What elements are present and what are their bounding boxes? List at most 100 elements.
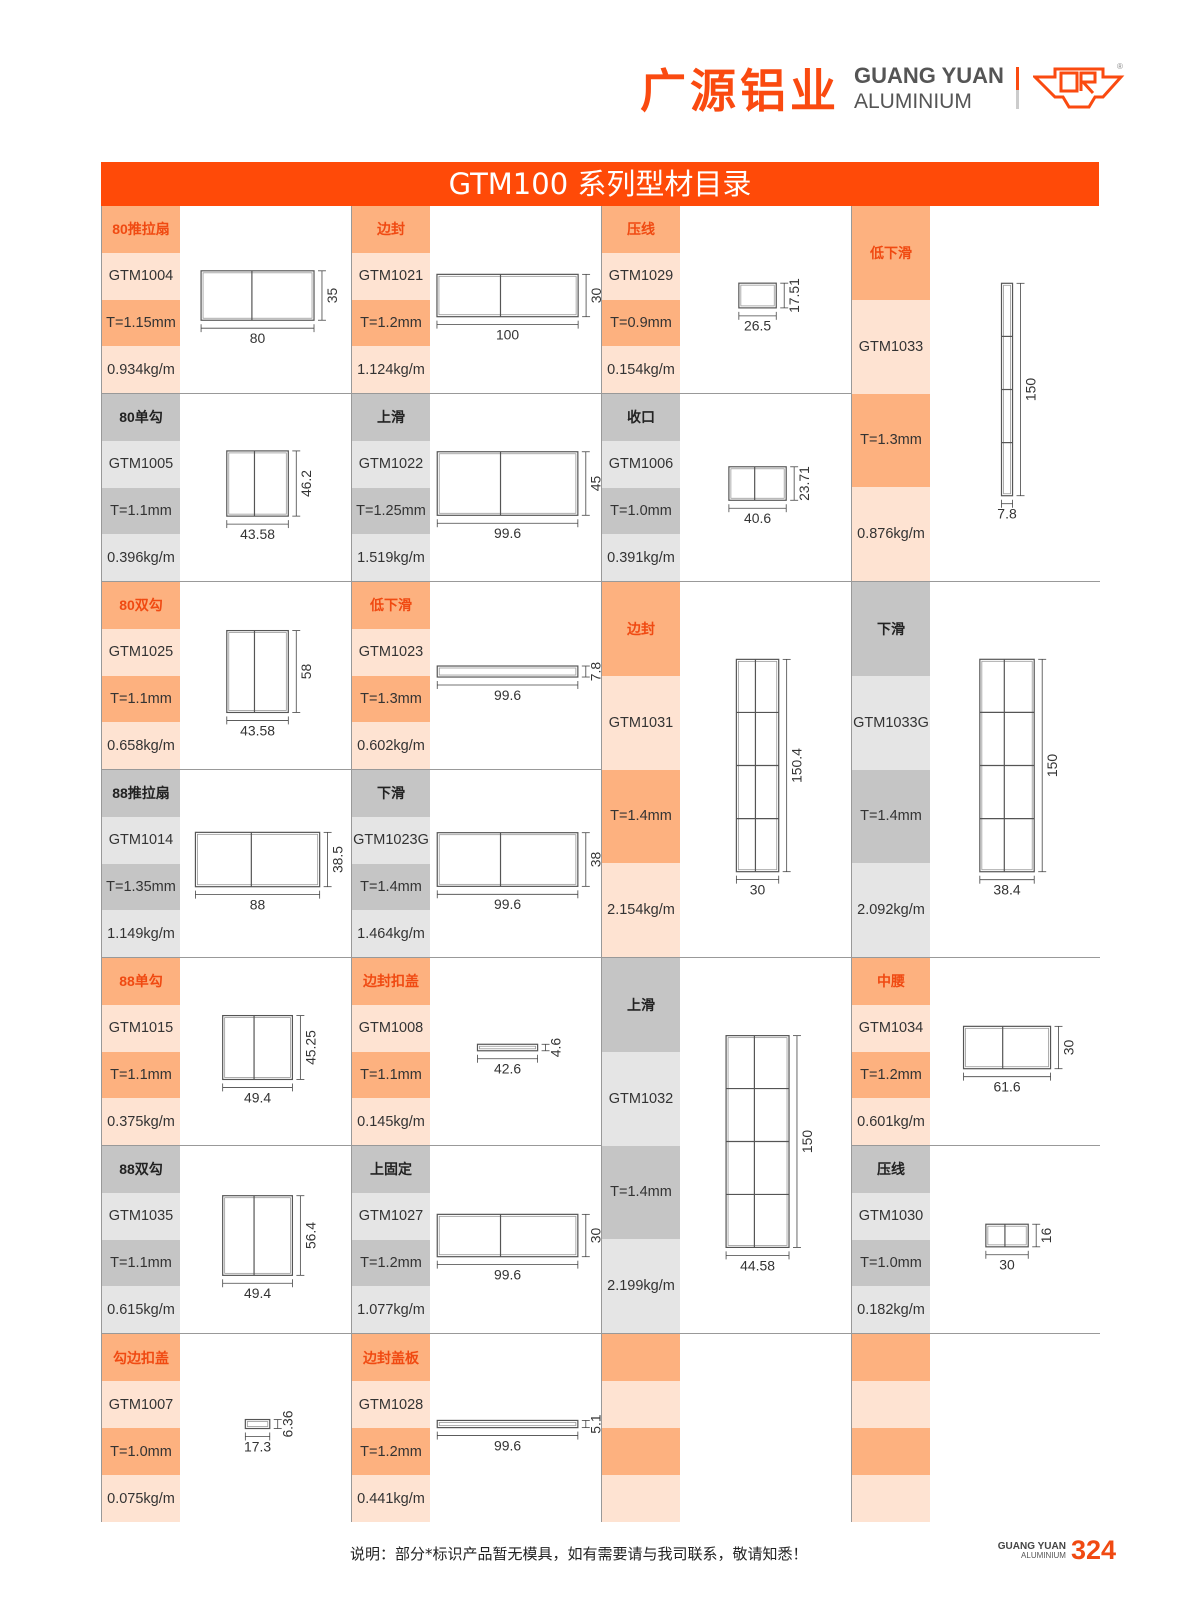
- profile-drawing: [680, 1334, 851, 1522]
- height-dimension: 4.6: [547, 1038, 563, 1058]
- profile-thickness: T=1.2mm: [352, 299, 430, 347]
- profile-shape: [200, 270, 315, 321]
- brand-logo: 广源铝业 GUANG YUAN ALUMINIUM ®: [640, 58, 1125, 118]
- profile-weight: 1.149kg/m: [102, 910, 180, 957]
- brand-name-en: GUANG YUAN: [854, 62, 1004, 88]
- profile-code: GTM1032: [602, 1051, 680, 1146]
- width-dimension: 99.6: [494, 1437, 521, 1453]
- profile-thickness: T=1.1mm: [352, 1051, 430, 1099]
- profile-thickness: T=1.3mm: [352, 675, 430, 723]
- profile-weight: 0.615kg/m: [102, 1286, 180, 1333]
- profile-code: GTM1031: [602, 675, 680, 770]
- height-dimension: 17.51: [786, 278, 802, 313]
- profile-thickness: T=1.25mm: [352, 487, 430, 535]
- profile-thickness: T=1.2mm: [352, 1428, 430, 1475]
- profile-shape: [979, 658, 1035, 873]
- profile-weight: 0.876kg/m: [852, 487, 930, 581]
- profile-weight: 0.602kg/m: [352, 722, 430, 769]
- profile-name: 低下滑: [352, 582, 430, 629]
- height-dimension: 56.4: [302, 1222, 318, 1249]
- profile-shape: [735, 658, 780, 873]
- profile-code: GTM1027: [352, 1192, 430, 1240]
- profile-weight: 0.934kg/m: [102, 346, 180, 393]
- profile-name: 上滑: [602, 958, 680, 1052]
- profile-shape: [476, 1043, 539, 1052]
- width-dimension: 99.6: [494, 687, 521, 703]
- profile-shape: [226, 450, 289, 517]
- registered-mark: ®: [1117, 63, 1123, 71]
- profile-weight: 2.154kg/m: [602, 863, 680, 957]
- profile-shape: [1000, 282, 1014, 497]
- profile-weight: 0.441kg/m: [352, 1475, 430, 1522]
- profile-thickness: T=1.4mm: [352, 863, 430, 911]
- profile-shape: [436, 1419, 579, 1429]
- height-dimension: 35: [324, 288, 340, 304]
- profile-weight: 1.077kg/m: [352, 1286, 430, 1333]
- profile-thickness: T=1.2mm: [852, 1051, 930, 1099]
- profile-name: 上滑: [352, 394, 430, 441]
- profile-name: 中腰: [852, 958, 930, 1005]
- profile-code: GTM1030: [852, 1192, 930, 1240]
- profile-shape: [728, 466, 787, 501]
- profile-shape: [226, 629, 289, 714]
- profile-weight: 0.375kg/m: [102, 1098, 180, 1145]
- brand-name-cn: 广源铝业: [640, 64, 840, 118]
- profile-code: GTM1028: [352, 1381, 430, 1428]
- dimension-lines: [436, 665, 590, 689]
- profile-thickness: T=1.0mm: [602, 487, 680, 535]
- profile-name: 压线: [602, 206, 680, 253]
- profile-name: 边封: [602, 582, 680, 676]
- dimension-lines: [222, 1195, 305, 1288]
- height-dimension: 150: [799, 1130, 815, 1153]
- profile-weight: [852, 1475, 930, 1522]
- profile-name: 收口: [602, 394, 680, 441]
- width-dimension: 43.58: [240, 722, 275, 738]
- profile-weight: 1.519kg/m: [352, 534, 430, 581]
- dimension-lines: [226, 630, 301, 725]
- height-dimension: 150: [1022, 378, 1038, 402]
- profile-shape: [222, 1195, 294, 1276]
- profile-thickness: T=1.1mm: [102, 1051, 180, 1099]
- dimension-lines: [728, 466, 799, 513]
- profile-shape: [436, 1213, 579, 1258]
- profile-name: 88单勾: [102, 958, 180, 1005]
- profile-thickness: T=1.1mm: [102, 675, 180, 723]
- profile-shape: [985, 1223, 1029, 1248]
- width-dimension: 26.5: [744, 318, 771, 334]
- dimension-lines: [1001, 282, 1025, 508]
- profile-weight: 0.396kg/m: [102, 534, 180, 581]
- profile-weight: 2.199kg/m: [602, 1239, 680, 1333]
- height-dimension: 16: [1038, 1228, 1054, 1244]
- dimension-lines: [436, 1420, 590, 1440]
- width-dimension: 17.3: [244, 1438, 271, 1454]
- height-dimension: 150: [1044, 754, 1060, 778]
- dimension-lines: [738, 282, 789, 320]
- profile-shape: [962, 1025, 1052, 1070]
- dimension-lines: [963, 1025, 1063, 1081]
- width-dimension: 49.4: [244, 1285, 271, 1301]
